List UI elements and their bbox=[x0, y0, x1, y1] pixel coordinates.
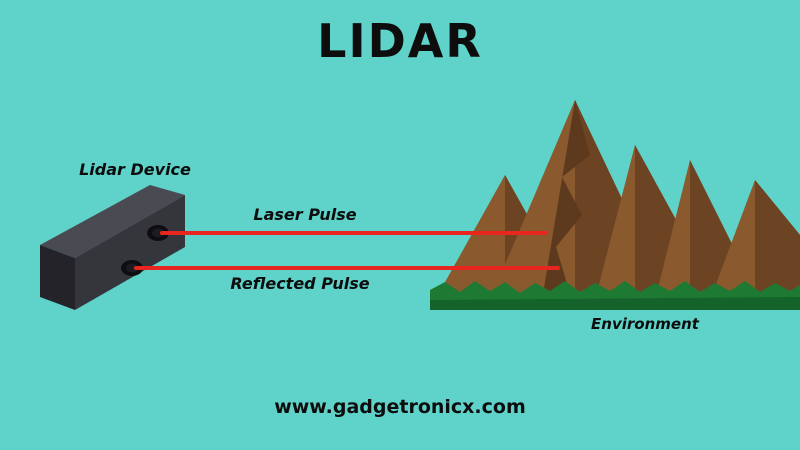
laser-emitter-pupil-icon bbox=[152, 228, 164, 238]
laser-receiver-pupil-icon bbox=[126, 263, 138, 273]
reflected-pulse-beam bbox=[134, 266, 560, 270]
website-text: www.gadgetronicx.com bbox=[274, 396, 526, 418]
lidar-device-label: Lidar Device bbox=[79, 160, 191, 179]
environment-label: Environment bbox=[591, 315, 699, 333]
laser-pulse-beam bbox=[160, 231, 548, 235]
device-side-face bbox=[40, 245, 75, 310]
reflected-pulse-label: Reflected Pulse bbox=[230, 274, 370, 293]
laser-pulse-label: Laser Pulse bbox=[253, 205, 357, 224]
grass-shadow bbox=[430, 297, 800, 310]
device-front-face bbox=[75, 195, 185, 310]
lidar-device-illustration bbox=[40, 185, 185, 310]
device-top-face bbox=[40, 185, 185, 258]
mountain-tall-ridge bbox=[542, 100, 590, 300]
environment-illustration bbox=[430, 100, 800, 310]
diagram-title: LIDAR bbox=[317, 14, 483, 68]
mountain-far-right-shade bbox=[755, 180, 800, 300]
